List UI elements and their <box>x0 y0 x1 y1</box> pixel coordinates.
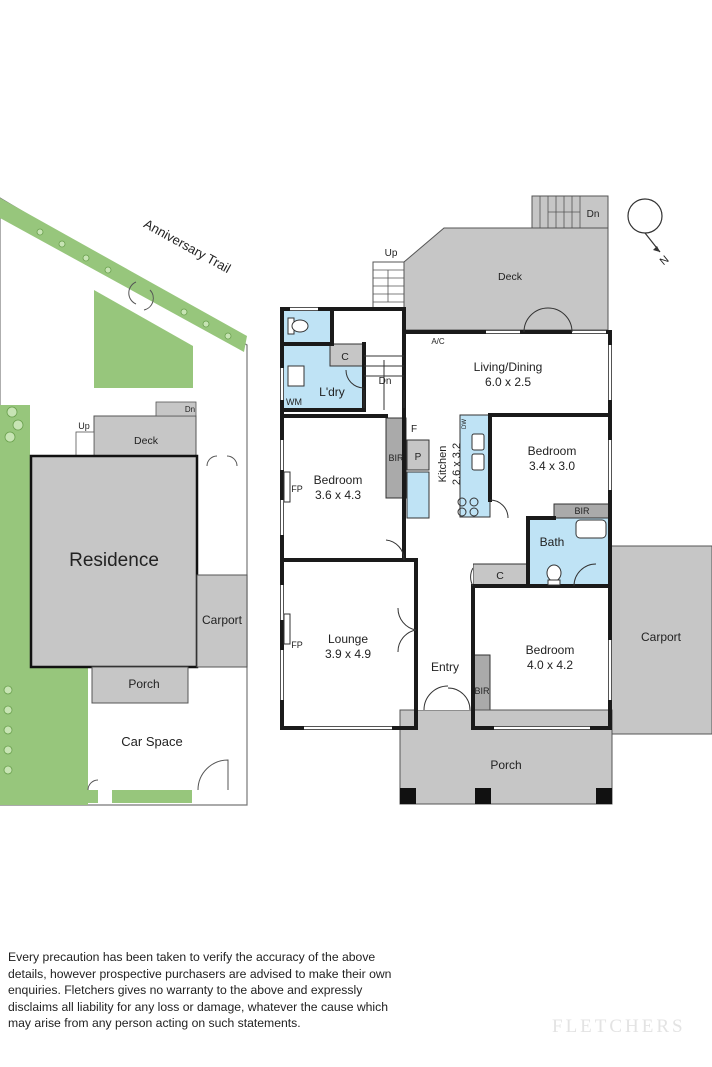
cupboard-label: C <box>341 351 349 363</box>
laundry-label: L'dry <box>319 385 345 399</box>
brand-watermark: FLETCHERS <box>552 1016 686 1037</box>
entry-label: Entry <box>431 660 459 674</box>
fridge-label: F <box>411 424 417 435</box>
bath-fixtures-icon <box>546 519 607 587</box>
up-stair-treads <box>373 269 404 303</box>
site-deck-label: Deck <box>134 435 159 447</box>
bath-label: Bath <box>540 535 565 549</box>
front-fence-left <box>0 790 98 803</box>
deck-stair-treads <box>539 196 581 228</box>
pantry <box>406 439 430 471</box>
dn-laundry-label: Dn <box>379 376 392 387</box>
site-garage-door <box>197 759 229 791</box>
door-swings <box>345 307 573 711</box>
disclaimer-text: Every precaution has been taken to verif… <box>8 950 392 1031</box>
site-front-gate <box>87 779 99 791</box>
site-up-label: Up <box>78 421 90 431</box>
residence-block <box>29 454 199 669</box>
lawn-bottom-left <box>0 668 88 805</box>
bir1-label: BIR <box>388 453 404 463</box>
laundry-tub-icon <box>287 365 305 387</box>
carport-label: Carport <box>641 630 682 644</box>
site-porch-label: Porch <box>128 677 159 691</box>
lawn-upper <box>94 290 193 388</box>
deck-label: Deck <box>498 271 523 283</box>
fp2-label: FP <box>291 640 303 650</box>
kitchen-name: Kitchen <box>437 446 449 483</box>
bir2-label: BIR <box>574 506 590 516</box>
porch-posts <box>400 788 612 804</box>
living-size: 6.0 x 2.5 <box>485 375 531 389</box>
fireplace-1 <box>283 471 291 503</box>
dn-top-label: Dn <box>587 209 600 220</box>
windows <box>280 307 612 730</box>
site-porch <box>91 666 189 704</box>
kitchen-bench-left <box>406 471 430 519</box>
bedroom3-size: 4.0 x 4.2 <box>527 658 573 672</box>
kitchen-size: 2.6 x 3.2 <box>451 443 463 485</box>
site-plan: Anniversary Trail Residence Deck Up Dn C… <box>0 197 248 806</box>
bedroom2-name: Bedroom <box>528 444 577 458</box>
bedroom2-size: 3.4 x 3.0 <box>529 459 575 473</box>
dw-label: DW <box>462 419 468 429</box>
ac-label: A/C <box>431 337 445 346</box>
site-deck-stairs <box>155 401 197 417</box>
floor-plan: Deck Up Dn Dn A/C Living/Dining 6.0 x 2.… <box>280 195 712 805</box>
site-gate-right <box>206 455 238 467</box>
bedroom1-size: 3.6 x 4.3 <box>315 488 361 502</box>
residence-label: Residence <box>69 550 159 571</box>
fireplace-2 <box>283 613 291 645</box>
front-fence-right <box>112 790 192 803</box>
pantry-label: P <box>415 452 422 463</box>
shrubs <box>3 228 232 775</box>
cooktop-icon <box>457 497 479 517</box>
site-carport-label: Carport <box>202 613 243 627</box>
site-carport <box>196 574 248 668</box>
laundry-stairs <box>363 355 405 410</box>
toilet-icon <box>287 317 309 335</box>
street-label: Anniversary Trail <box>141 216 233 276</box>
porch-area <box>399 709 613 805</box>
bedroom3-name: Bedroom <box>526 643 575 657</box>
cupboard2-label: C <box>496 570 504 582</box>
wm-label: WM <box>286 397 302 407</box>
trail-gate <box>128 281 154 311</box>
north-label: N <box>658 254 672 268</box>
compass-icon: N <box>627 198 672 268</box>
entry-floor <box>416 560 473 710</box>
living-name: Living/Dining <box>474 360 543 374</box>
sink-icon <box>471 433 485 471</box>
porch-label: Porch <box>490 758 521 772</box>
bedroom1-name: Bedroom <box>314 473 363 487</box>
site-dn-label: Dn <box>185 405 195 414</box>
lounge-size: 3.9 x 4.9 <box>325 647 371 661</box>
lounge-name: Lounge <box>328 632 368 646</box>
bir3-label: BIR <box>474 686 490 696</box>
car-space-label: Car Space <box>121 734 182 749</box>
fp1-label: FP <box>291 484 303 494</box>
up-label: Up <box>385 248 398 259</box>
